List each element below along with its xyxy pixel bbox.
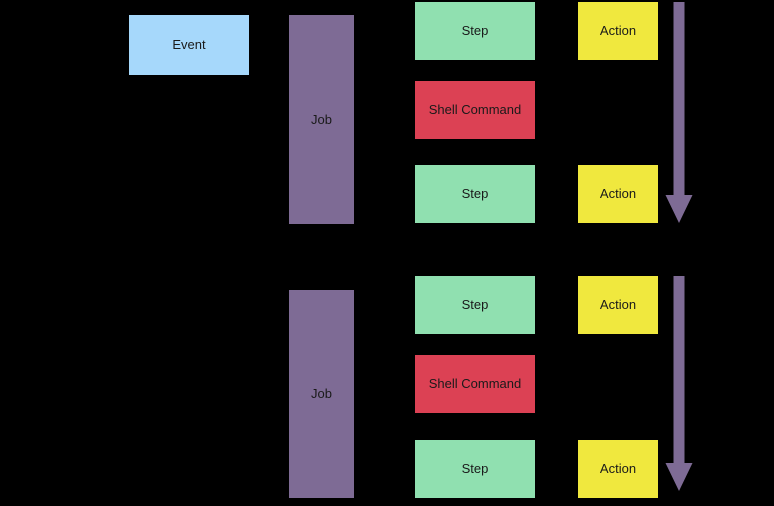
node-action[interactable]: Action	[578, 276, 658, 334]
node-job[interactable]: Job	[289, 15, 354, 224]
node-label: Step	[461, 297, 489, 313]
node-step[interactable]: Step	[415, 165, 535, 223]
node-label: Step	[461, 23, 489, 39]
node-action[interactable]: Action	[578, 2, 658, 60]
flow-arrow-down-icon	[665, 2, 693, 223]
node-label: Step	[461, 461, 489, 477]
node-label: Step	[461, 186, 489, 202]
node-label: Job	[311, 386, 332, 402]
node-label: Action	[599, 297, 637, 313]
node-label: Action	[599, 186, 637, 202]
node-shell-command[interactable]: Shell Command	[415, 355, 535, 413]
node-step[interactable]: Step	[415, 440, 535, 498]
node-action[interactable]: Action	[578, 165, 658, 223]
node-label: Shell Command	[428, 376, 522, 392]
node-action[interactable]: Action	[578, 440, 658, 498]
node-label: Action	[599, 23, 637, 39]
node-event[interactable]: Event	[129, 15, 249, 75]
node-shell-command[interactable]: Shell Command	[415, 81, 535, 139]
node-label: Event	[172, 37, 206, 53]
node-job[interactable]: Job	[289, 290, 354, 498]
node-step[interactable]: Step	[415, 276, 535, 334]
node-label: Job	[311, 111, 332, 127]
flow-arrow-down-icon	[665, 276, 693, 491]
node-step[interactable]: Step	[415, 2, 535, 60]
node-label: Action	[599, 461, 637, 477]
node-label: Shell Command	[428, 102, 522, 118]
